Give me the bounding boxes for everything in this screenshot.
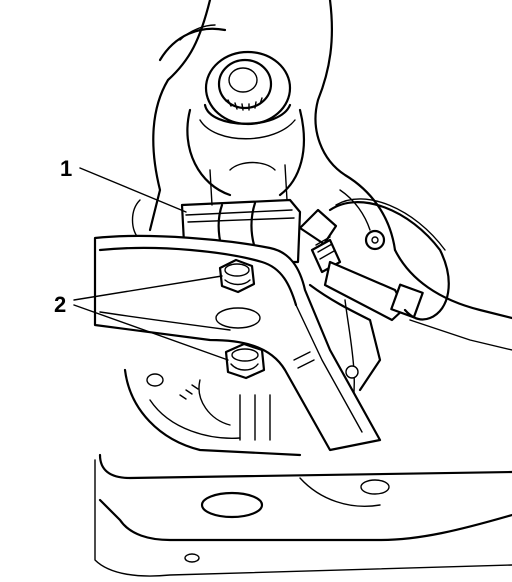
mount-bolt-lower <box>224 342 315 380</box>
output-shaft <box>199 50 296 140</box>
lower-case <box>123 368 302 457</box>
leader-line-1 <box>79 167 187 213</box>
callout-leaders <box>73 167 229 361</box>
callout-2-label: 2 <box>54 292 66 317</box>
mount-bolt-upper <box>218 258 256 294</box>
sensor-connector <box>298 198 450 322</box>
leader-line-2b <box>73 304 229 361</box>
callout-1-label: 1 <box>60 156 72 181</box>
frame-rail <box>94 453 512 577</box>
leader-line-2a <box>73 275 223 301</box>
